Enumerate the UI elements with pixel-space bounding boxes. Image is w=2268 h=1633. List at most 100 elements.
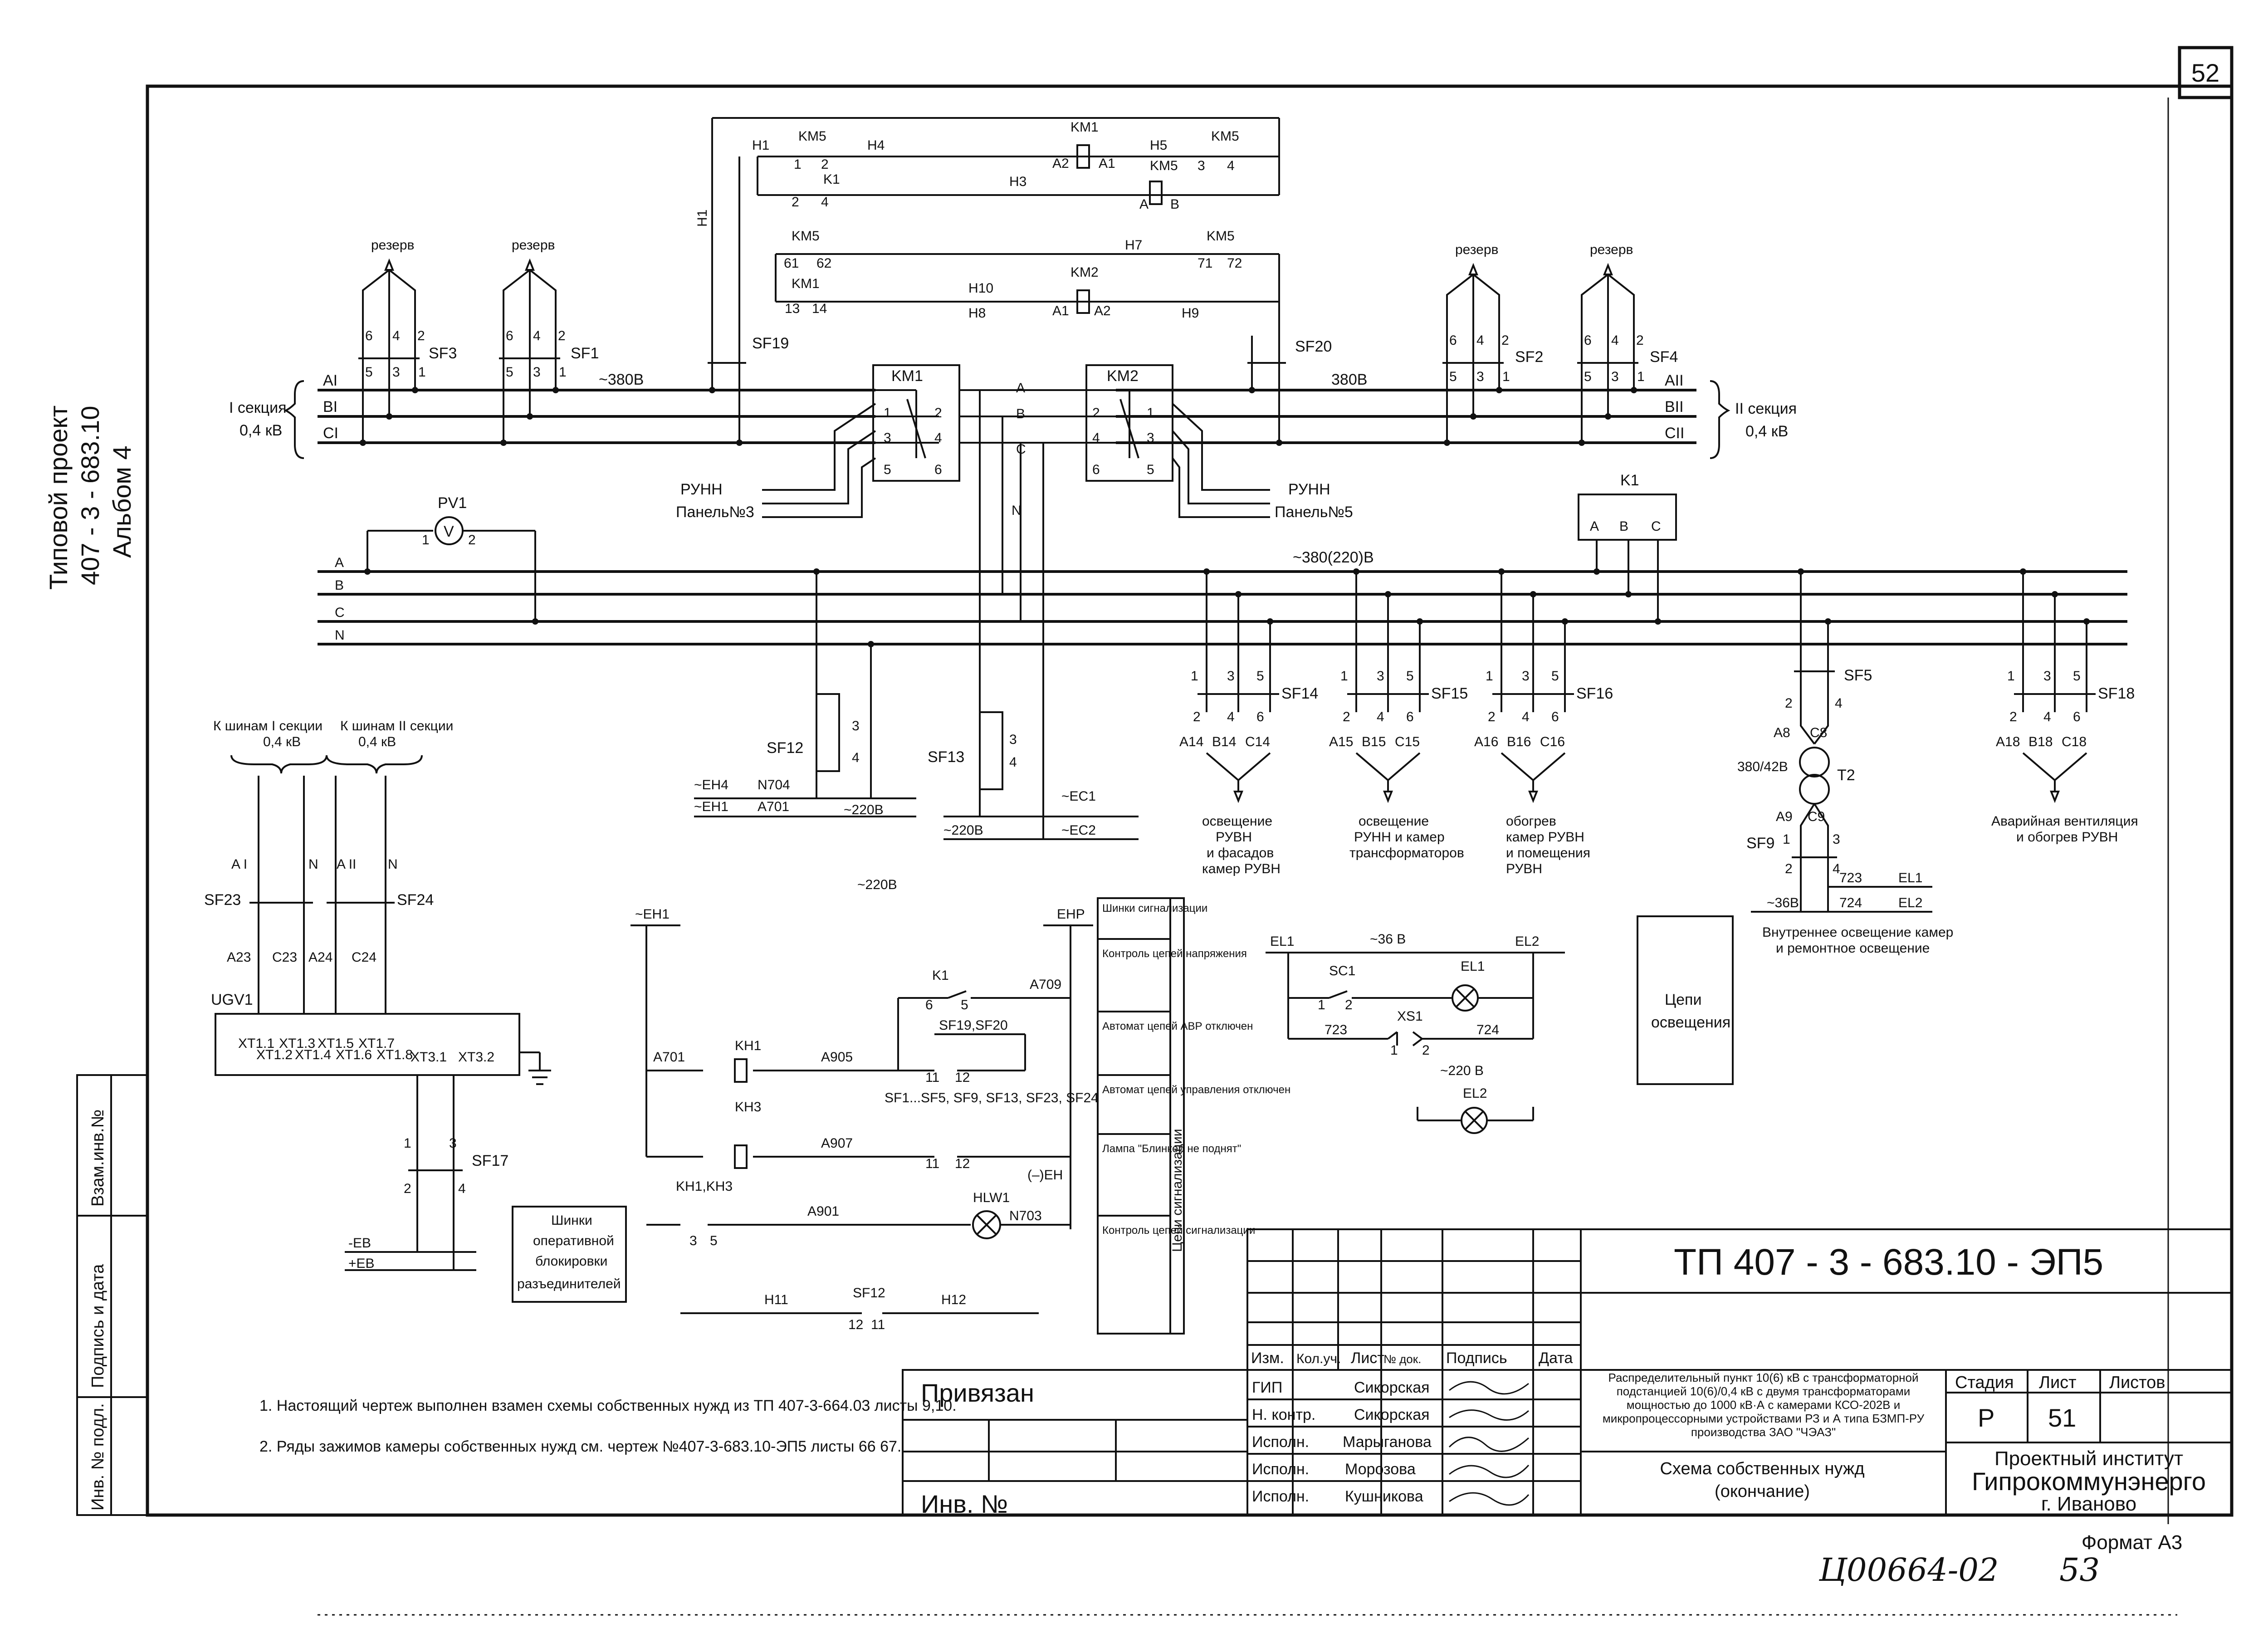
svg-text:723: 723 xyxy=(1839,870,1862,885)
svg-text:N703: N703 xyxy=(1009,1208,1042,1223)
svg-text:KM5: KM5 xyxy=(1211,129,1239,144)
svg-text:724: 724 xyxy=(1839,895,1862,910)
svg-text:12: 12 xyxy=(955,1070,970,1085)
svg-text:EL2: EL2 xyxy=(1898,895,1922,910)
svg-text:KM2: KM2 xyxy=(1107,367,1139,385)
svg-text:1: 1 xyxy=(1390,1043,1398,1058)
feeder-sf15: 1 3 5 2 4 6 SF15 A15 B15 C15 освещение Р… xyxy=(1329,572,1468,861)
svg-text:3: 3 xyxy=(1377,669,1384,684)
project-description: Распределительный пункт 10(6) кВ с транс… xyxy=(1603,1371,1924,1439)
svg-text:62: 62 xyxy=(816,256,831,271)
svg-text:SF23: SF23 xyxy=(204,891,241,909)
svg-text:4: 4 xyxy=(934,430,942,445)
svg-text:Взам.инв.№: Взам.инв.№ xyxy=(88,1110,108,1207)
svg-text:Инв. № подл.: Инв. № подл. xyxy=(88,1403,108,1511)
svg-text:и обогрев РУВН: и обогрев РУВН xyxy=(2016,830,2118,845)
svg-text:Контроль цепей сигнализации: Контроль цепей сигнализации xyxy=(1102,1224,1255,1237)
svg-text:A24: A24 xyxy=(308,950,332,965)
svg-text:K1: K1 xyxy=(932,968,949,983)
svg-text:C16: C16 xyxy=(1540,734,1565,749)
svg-text:~EC2: ~EC2 xyxy=(1061,823,1096,838)
title-block: Привязан Инв. № Изм. Кол.уч. Лист № док.… xyxy=(902,1228,2233,1518)
svg-text:резерв: резерв xyxy=(371,238,414,253)
ruvn-right: РУНН Панель№5 xyxy=(1172,403,1353,521)
svg-text:SF18: SF18 xyxy=(2098,685,2135,702)
svg-text:SF9: SF9 xyxy=(1746,835,1774,852)
svg-text:Панель№3: Панель№3 xyxy=(676,504,754,521)
svg-text:A18: A18 xyxy=(1996,734,2020,749)
svg-text:ГИП: ГИП xyxy=(1252,1379,1282,1396)
svg-text:1: 1 xyxy=(1147,406,1154,420)
svg-text:A701: A701 xyxy=(653,1050,685,1065)
svg-text:SF1...SF5, SF9, SF13, SF23, SF: SF1...SF5, SF9, SF13, SF23, SF24 xyxy=(885,1090,1099,1105)
svg-text:камер РУВН: камер РУВН xyxy=(1506,830,1584,845)
svg-text:Шинки: Шинки xyxy=(551,1213,592,1228)
svg-text:A: A xyxy=(1016,381,1025,396)
svg-text:A16: A16 xyxy=(1474,734,1498,749)
svg-text:Аварийная вентиляция: Аварийная вентиляция xyxy=(1991,814,2138,829)
svg-text:РУНН: РУНН xyxy=(680,481,723,498)
svg-text:2. Ряды зажимов камеры собстве: 2. Ряды зажимов камеры собственных нужд … xyxy=(259,1438,901,1455)
svg-text:~380В: ~380В xyxy=(599,371,644,388)
svg-text:3: 3 xyxy=(533,365,541,380)
svg-text:Кушникова: Кушникова xyxy=(1345,1488,1423,1505)
svg-text:5: 5 xyxy=(506,365,513,380)
bus-section-1: I секция 0,4 кВ AI BI CI ~380В xyxy=(229,371,875,459)
svg-text:2: 2 xyxy=(1422,1043,1430,1058)
svg-text:N: N xyxy=(388,857,398,872)
svg-text:Исполн.: Исполн. xyxy=(1252,1488,1309,1505)
svg-text:Автомат цепей АВР отключен: Автомат цепей АВР отключен xyxy=(1102,1020,1253,1032)
svg-text:~EH1: ~EH1 xyxy=(694,799,728,814)
svg-text:EL2: EL2 xyxy=(1463,1086,1487,1101)
svg-text:~220В: ~220В xyxy=(943,823,983,838)
svg-text:и ремонтное освещение: и ремонтное освещение xyxy=(1776,941,1930,956)
svg-text:5: 5 xyxy=(1147,462,1154,477)
svg-text:A II: A II xyxy=(337,857,356,872)
svg-text:освещение: освещение xyxy=(1202,814,1272,829)
svg-text:1: 1 xyxy=(1783,832,1790,847)
svg-text:H10: H10 xyxy=(968,281,993,296)
svg-text:H1: H1 xyxy=(752,138,769,153)
svg-text:B14: B14 xyxy=(1212,734,1236,749)
svg-text:Внутреннее освещение камер: Внутреннее освещение камер xyxy=(1762,925,1953,940)
svg-text:SF19,SF20: SF19,SF20 xyxy=(939,1018,1008,1033)
svg-text:Марыганова: Марыганова xyxy=(1343,1433,1432,1451)
svg-text:I секция: I секция xyxy=(229,399,287,416)
svg-text:SF16: SF16 xyxy=(1576,685,1613,702)
svg-text:4: 4 xyxy=(1476,333,1484,348)
svg-text:C14: C14 xyxy=(1245,734,1270,749)
svg-text:№ док.: № док. xyxy=(1383,1352,1421,1366)
svg-text:3: 3 xyxy=(689,1233,697,1248)
svg-text:SF13: SF13 xyxy=(928,748,964,766)
svg-text:1. Настоящий чертеж выполнен в: 1. Настоящий чертеж выполнен взамен схем… xyxy=(259,1397,957,1414)
svg-text:KH1,KH3: KH1,KH3 xyxy=(676,1179,733,1194)
svg-text:B: B xyxy=(335,578,344,593)
svg-text:K1: K1 xyxy=(1620,472,1639,489)
handwritten-code: Ц00664-02 xyxy=(1818,1551,1999,1589)
svg-text:1: 1 xyxy=(1191,669,1198,684)
svg-text:2: 2 xyxy=(1785,861,1793,876)
svg-text:4: 4 xyxy=(392,328,400,343)
svg-text:6: 6 xyxy=(506,328,513,343)
svg-text:6: 6 xyxy=(1406,709,1414,724)
svg-text:Сикорская: Сикорская xyxy=(1354,1406,1430,1423)
svg-text:Цепи: Цепи xyxy=(1665,991,1701,1008)
svg-text:блокировки: блокировки xyxy=(535,1254,607,1269)
svg-text:2: 2 xyxy=(417,328,425,343)
svg-text:A: A xyxy=(335,555,344,570)
svg-text:1: 1 xyxy=(2007,669,2015,684)
svg-text:KM5: KM5 xyxy=(1150,158,1178,173)
svg-text:XT1.6: XT1.6 xyxy=(336,1047,372,1062)
svg-text:2: 2 xyxy=(1092,406,1100,420)
svg-text:6: 6 xyxy=(1449,333,1457,348)
svg-text:и помещения: и помещения xyxy=(1506,846,1590,861)
svg-text:61: 61 xyxy=(784,256,799,271)
svg-text:EL2: EL2 xyxy=(1515,934,1539,949)
svg-text:К шинам I секции: К шинам I секции xyxy=(213,719,323,733)
svg-text:SF14: SF14 xyxy=(1281,685,1318,702)
svg-text:Исполн.: Исполн. xyxy=(1252,1461,1309,1478)
svg-text:3: 3 xyxy=(1009,732,1017,747)
sf12-sf13-block: 3 4 SF12 ~EH4 N704 ~EH1 A701 ~220В 3 4 S… xyxy=(694,572,1139,840)
svg-text:EL1: EL1 xyxy=(1461,959,1485,974)
